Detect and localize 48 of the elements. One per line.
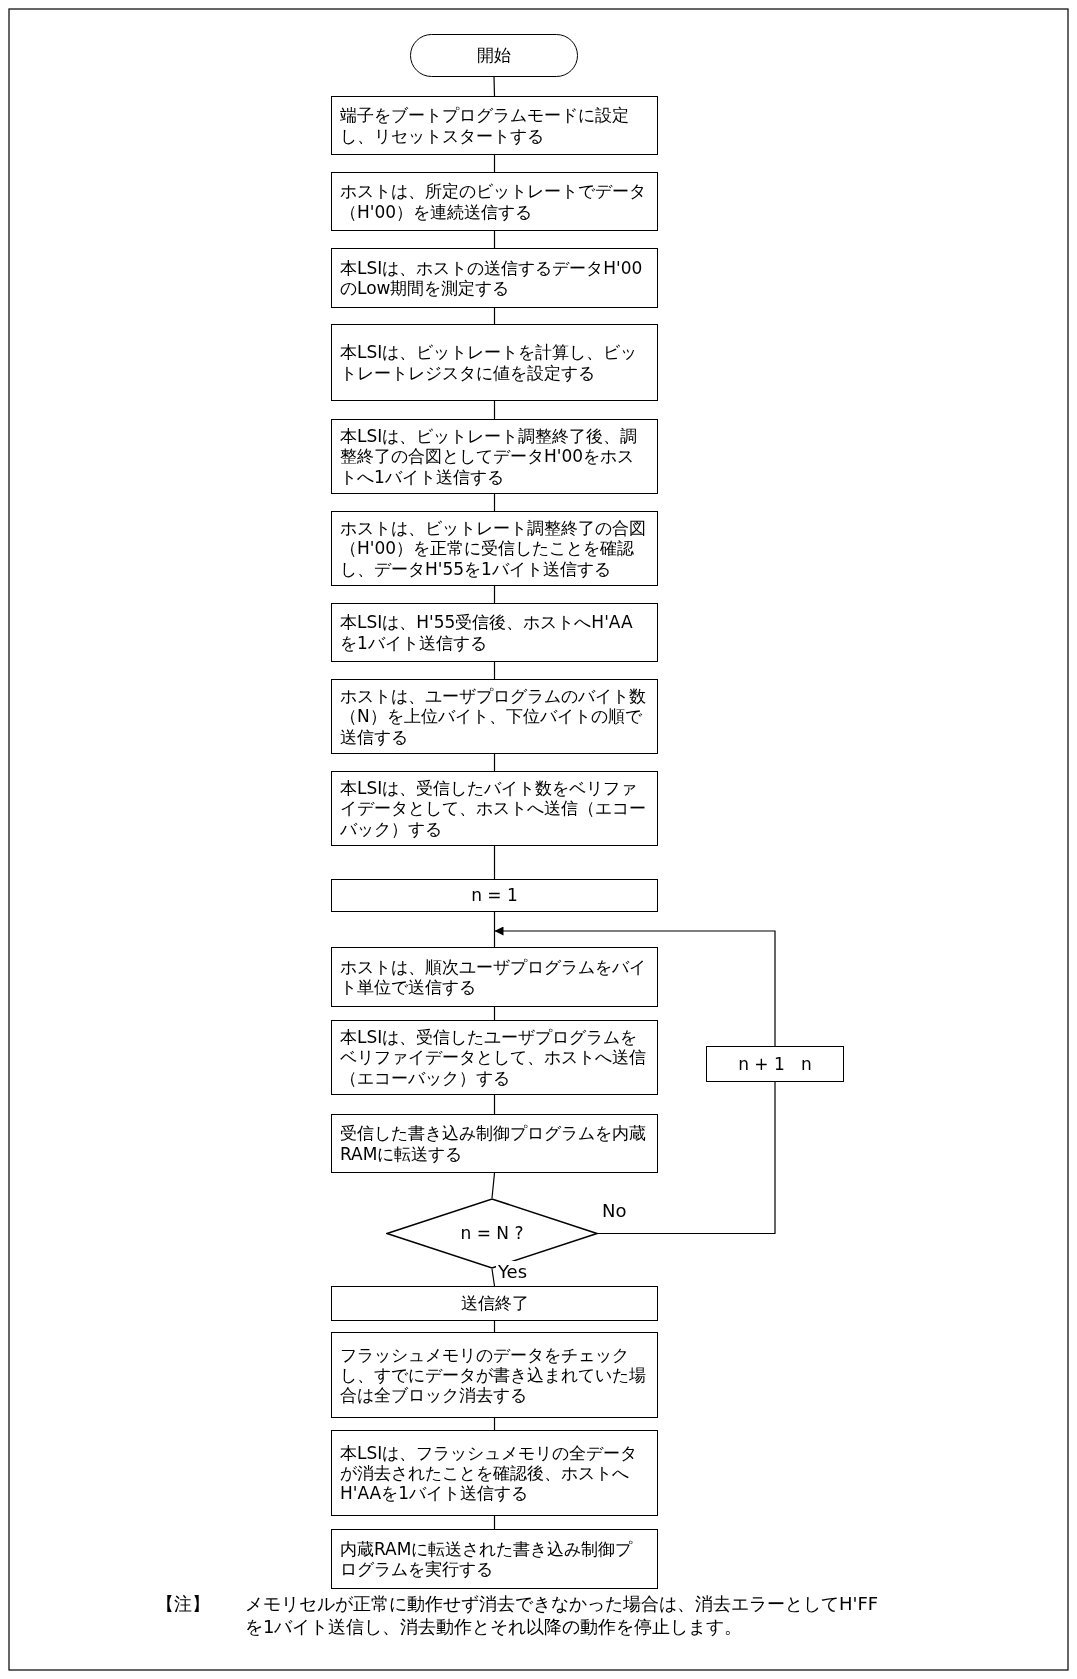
step-text: 本LSIは、フラッシュメモリの全データが消去されたことを確認後、ホストへH'AAを1バイト送信する (340, 1442, 639, 1504)
process-box (331, 172, 658, 231)
process-box (331, 1286, 658, 1321)
step-text: ホストは、順次ユーザプログラムをバイト単位で送信する (340, 956, 647, 998)
step-text: 端子をブートプログラムモードに設定し、リセットスタートする (340, 105, 630, 146)
connector-line (493, 1094, 496, 1115)
process-box (331, 771, 658, 846)
step-text: 開始 (477, 45, 511, 66)
step-text: ホストは、ビットレート調整終了の合図（H'00）を正常に受信したことを確認し、データH'55を1バイト送信する (340, 518, 647, 579)
process-box (331, 679, 658, 754)
process-box (331, 879, 658, 912)
step-text: 本LSIは、受信したユーザプログラムをベリファイデータとして、ホストへ送信（エコーバック）する (340, 1027, 647, 1088)
note-marker: 【注】 (156, 1592, 210, 1616)
step-text: 本LSIは、ビットレートを計算し、ビットレートレジスタに値を設定する (340, 342, 639, 383)
step-text: n = N ? (460, 1223, 524, 1244)
arrow (493, 926, 776, 1047)
process-box (331, 419, 658, 494)
process-box (706, 1046, 844, 1082)
process-box (331, 511, 658, 586)
step-text: n + 1 n (737, 1053, 813, 1074)
process-box (331, 1430, 658, 1516)
step-text: ホストは、ユーザプログラムのバイト数（N）を上位バイト、下位バイトの順で送信する (340, 686, 647, 747)
process-box (331, 1529, 658, 1589)
process-box (331, 603, 658, 662)
step-text: 送信終了 (459, 1293, 530, 1314)
process-box (331, 1332, 658, 1418)
step-text: 内蔵RAMに転送された書き込み制御プログラムを実行する (340, 1538, 634, 1580)
connector-line (493, 845, 496, 880)
process-box (331, 1020, 658, 1095)
step-text: 本LSIは、H'55受信後、ホストへH'AAを1バイト送信する (340, 612, 634, 653)
process-box (331, 947, 658, 1007)
step-text: 本LSIは、ビットレート調整終了後、調整終了の合図としてデータH'00をホストへ1バイト送信する (340, 426, 639, 487)
process-box (331, 96, 658, 155)
step-text: 本LSIは、受信したバイト数をベリファイデータとして、ホストへ送信（エコーバック）する (340, 778, 647, 839)
step-text: n = 1 (470, 885, 519, 906)
step-text: フラッシュメモリのデータをチェックし、すでにデータが書き込まれていた場合は全ブロック消去する (340, 1344, 647, 1406)
connector-line (493, 76, 496, 97)
connector-line (491, 1268, 496, 1287)
process-box (331, 1114, 658, 1173)
connector-line (597, 1081, 776, 1235)
note-text: メモリセルが正常に動作せず消去できなかった場合は、消去エラーとしてH'FFを1バイト送信し、消去動作とそれ以降の動作を停止します。 (245, 1592, 880, 1639)
step-text: 本LSIは、ホストの送信するデータH'00のLow期間を測定する (340, 257, 644, 299)
connector-line (493, 911, 496, 948)
process-box (331, 248, 658, 308)
step-text: 受信した書き込み制御プログラムを内蔵RAMに転送する (340, 1123, 647, 1164)
connector-line (491, 1172, 496, 1199)
step-text: ホストは、所定のビットレートでデータ（H'00）を連続送信する (340, 181, 647, 222)
process-box (331, 324, 658, 401)
